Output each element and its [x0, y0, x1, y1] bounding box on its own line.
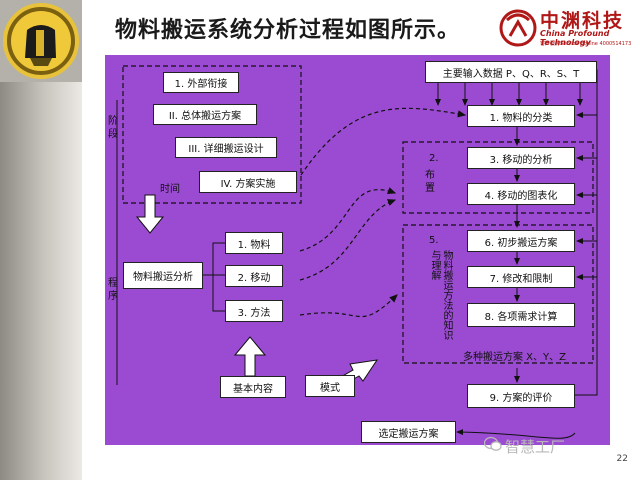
stage-dashed-frame [122, 65, 302, 204]
brand-seal-icon [499, 9, 537, 47]
knowledge-dashed-frame [402, 224, 594, 364]
wechat-icon [484, 436, 502, 451]
stage-box-3: III. 详细搬运设计 [175, 137, 277, 158]
analysis-item-method: 3. 方法 [225, 300, 283, 322]
step-7-box: 7. 修改和限制 [467, 266, 575, 288]
procedure-label: 程序 [108, 278, 118, 302]
step-4-box: 4. 移动的图表化 [467, 183, 575, 205]
pattern-box: 模式 [305, 375, 355, 397]
brand-english-name: China Profound Technology [540, 29, 610, 47]
process-diagram-panel: 阶段 时间 程序 1. 外部衔接 II. 总体搬运方案 III. 详细搬运设计 … [105, 55, 610, 445]
analysis-item-material: 1. 物料 [225, 232, 283, 254]
layout-dashed-frame [402, 141, 594, 214]
stage-box-2: II. 总体搬运方案 [153, 104, 257, 125]
chosen-plan-box: 选定搬运方案 [361, 421, 456, 443]
helmet-logo-icon [3, 3, 79, 79]
step-9-box: 9. 方案的评价 [467, 384, 575, 408]
brand-name: 中渊科技 [540, 10, 625, 32]
slide-title: 物料搬运系统分析过程如图所示。 [115, 18, 461, 43]
logo-badge [0, 0, 82, 82]
analysis-item-movement: 2. 移动 [225, 265, 283, 287]
layout-label: 布置 [425, 170, 435, 194]
step-6-box: 6. 初步搬运方案 [467, 230, 575, 252]
time-label: 时间 [160, 184, 180, 195]
stage-label: 阶段 [108, 116, 118, 140]
input-data-box: 主要输入数据 P、Q、R、S、T [425, 61, 597, 83]
step-8-box: 8. 各项需求计算 [467, 303, 575, 327]
stage-box-4: IV. 方案实施 [199, 171, 297, 193]
step-1-box: 1. 物料的分类 [467, 105, 575, 127]
layout-number: 2. [429, 153, 439, 164]
brand-hotline: 客户服务Service Hotline 4000514173 [540, 41, 632, 47]
stage-box-1: 1. 外部衔接 [163, 72, 239, 93]
step-3-box: 3. 移动的分析 [467, 147, 575, 169]
page-number: 22 [616, 454, 628, 464]
basic-content-box: 基本内容 [220, 376, 286, 398]
knowledge-label: 物料搬运方法的知识与理解 [429, 250, 452, 340]
alternative-plans-label: 多种搬运方案 X、Y、Z [463, 352, 566, 363]
knowledge-number: 5. [429, 235, 439, 246]
material-handling-analysis-box: 物料搬运分析 [123, 262, 203, 289]
brand-logo: 中渊科技 China Profound Technology 客户服务Servi… [498, 4, 638, 60]
watermark-text: 智慧工厂 [505, 438, 566, 456]
